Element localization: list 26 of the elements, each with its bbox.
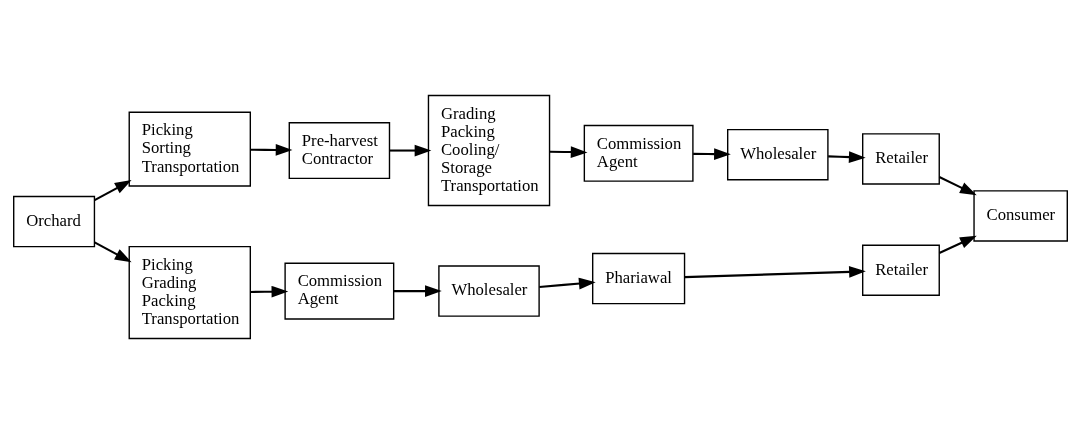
node-box: Picking Sorting Transportation bbox=[128, 111, 251, 187]
arrow bbox=[938, 176, 977, 196]
arrow bbox=[94, 241, 132, 263]
node-box: Picking Grading Packing Transportation bbox=[128, 245, 251, 340]
node-box: Wholesaler bbox=[727, 128, 829, 181]
node-box: Commission Agent bbox=[284, 262, 395, 320]
node-box: Orchard bbox=[13, 195, 96, 248]
node-box: Grading Packing Cooling/ Storage Transportation bbox=[427, 94, 551, 207]
arrow bbox=[250, 144, 293, 156]
arrow bbox=[938, 235, 977, 254]
node-box: Commission Agent bbox=[583, 124, 694, 182]
arrow bbox=[684, 266, 866, 279]
arrow bbox=[393, 285, 442, 297]
arrow bbox=[389, 144, 432, 157]
arrow bbox=[94, 180, 132, 202]
arrow bbox=[549, 146, 588, 158]
node-box: Pre-harvest Contractor bbox=[288, 122, 391, 180]
arrow bbox=[828, 151, 866, 163]
node-box: Retailer bbox=[862, 133, 940, 185]
arrow bbox=[539, 277, 596, 290]
node-box: Wholesaler bbox=[438, 265, 540, 317]
node-box: Phariawal bbox=[592, 252, 686, 305]
node-box: Retailer bbox=[862, 244, 940, 296]
arrow bbox=[693, 148, 731, 160]
node-box: Consumer bbox=[973, 190, 1068, 242]
arrow bbox=[250, 285, 289, 298]
